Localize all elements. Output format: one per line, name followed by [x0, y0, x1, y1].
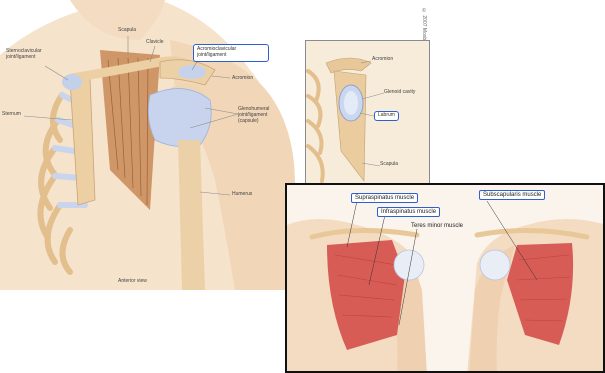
label-teres-minor: Teres minor muscle: [411, 223, 463, 229]
label-scapula: Scapula: [118, 28, 136, 33]
rotator-cuff-illustration: [287, 185, 605, 373]
label-sternum: Sternum: [2, 112, 21, 117]
glenoid-inset-illustration: [306, 41, 429, 189]
label-infraspinatus: Infraspinatus muscle: [377, 207, 440, 217]
glenoid-inset-panel: Acromion Glenoid cavity Labrum Scapula: [305, 40, 430, 190]
label-clavicle: Clavicle: [146, 40, 164, 45]
rotator-cuff-panel: Supraspinatus muscle Infraspinatus muscl…: [285, 183, 605, 373]
label-supraspinatus: Supraspinatus muscle: [351, 193, 418, 203]
inset-label-acromion: Acromion: [372, 57, 393, 62]
inset-label-labrum: Labrum: [374, 111, 399, 121]
label-subscapularis: Subscapularis muscle: [479, 190, 545, 200]
inset-label-scapula: Scapula: [380, 162, 398, 167]
label-acromioclavicular: Acromioclavicular joint/ligament: [193, 44, 269, 62]
label-glenohumeral: Glenohumeral joint/ligament (capsule): [238, 106, 288, 124]
caption-anterior-view: Anterior view: [118, 278, 147, 284]
label-acromion: Acromion: [232, 76, 253, 81]
label-humerus: Humerus: [232, 192, 252, 197]
label-sternoclavicular: Sternoclavicular joint/ligament: [6, 48, 52, 60]
inset-label-glenoid: Glenoid cavity: [384, 89, 420, 95]
